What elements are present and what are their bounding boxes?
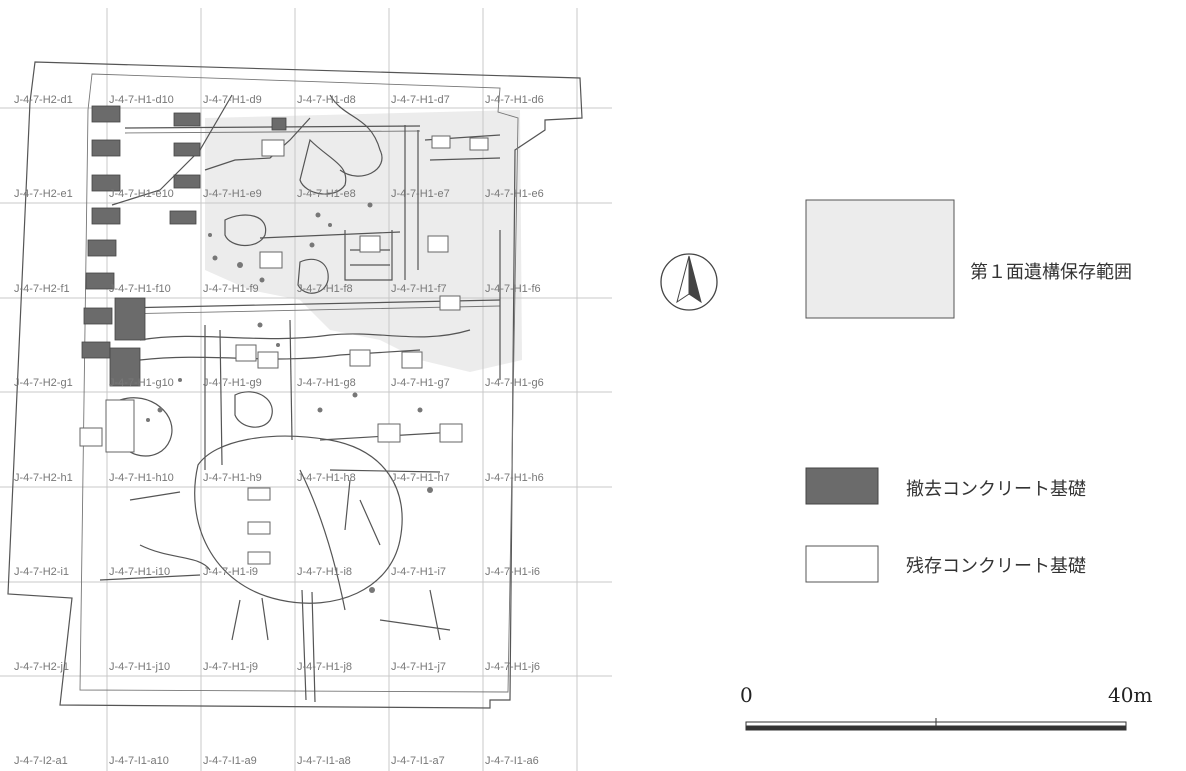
legend-removed-swatch [805, 467, 879, 505]
legend: 第１面遺構保存範囲 撤去コンクリート基礎 残存コンクリート基礎 [805, 199, 1132, 583]
grid-cell-label: J-4-7-H1-h7 [391, 472, 450, 484]
grid-cell-label: J-4-7-H1-e6 [485, 188, 544, 200]
grid-cell-label: J-4-7-I1-a7 [391, 755, 445, 767]
grid-cell-label: J-4-7-H1-g6 [485, 377, 544, 389]
legend-remaining-swatch [805, 545, 879, 583]
grid-cell-label: J-4-7-H1-i6 [485, 566, 540, 578]
legend-removed-label: 撤去コンクリート基礎 [906, 479, 1086, 500]
grid-cell-label: J-4-7-H1-d7 [391, 94, 450, 106]
removed-foundations [81, 105, 287, 387]
grid-cell-label: J-4-7-H2-i1 [14, 566, 69, 578]
grid-cell-label: J-4-7-H1-i8 [297, 566, 352, 578]
excavated-features [99, 94, 501, 703]
grid-cell-label: J-4-7-H1-h8 [297, 472, 356, 484]
grid-cell-label: J-4-7-H1-f7 [391, 283, 447, 295]
grid-cell-label: J-4-7-H1-e10 [109, 188, 174, 200]
grid-cell-label: J-4-7-H2-d1 [14, 94, 73, 106]
grid-cell-label: J-4-7-H1-e7 [391, 188, 450, 200]
grid-cell-label: J-4-7-H1-j7 [391, 661, 446, 673]
grid-cell-label: J-4-7-H1-d10 [109, 94, 174, 106]
grid-cell-label: J-4-7-H2-e1 [14, 188, 73, 200]
grid-cell-label: J-4-7-H2-j1 [14, 661, 69, 673]
legend-preserved-swatch [805, 199, 955, 319]
grid-cell-label: J-4-7-H1-i10 [109, 566, 170, 578]
grid-cell-label: J-4-7-H1-h6 [485, 472, 544, 484]
grid-cell-label: J-4-7-H1-f9 [203, 283, 259, 295]
grid-cell-label: J-4-7-H2-h1 [14, 472, 73, 484]
grid-cell-label: J-4-7-H1-i9 [203, 566, 258, 578]
grid-cell-label: J-4-7-H1-j8 [297, 661, 352, 673]
grid-cell-label: J-4-7-H1-g10 [109, 377, 174, 389]
grid-cell-label: J-4-7-I1-a10 [109, 755, 169, 767]
grid-cell-label: J-4-7-H1-h9 [203, 472, 262, 484]
remaining-foundations [79, 135, 489, 565]
grid-cell-label: J-4-7-H1-d9 [203, 94, 262, 106]
pits [146, 202, 433, 593]
grid-cell-label: J-4-7-H1-d8 [297, 94, 356, 106]
grid-cell-label: J-4-7-H1-g8 [297, 377, 356, 389]
grid-cell-label: J-4-7-H1-j9 [203, 661, 258, 673]
site-outer-boundary [7, 61, 583, 709]
grid-cell-label: J-4-7-H1-j10 [109, 661, 170, 673]
grid-cell-label: J-4-7-H2-f1 [14, 283, 70, 295]
legend-preserved-label: 第１面遺構保存範囲 [970, 262, 1132, 283]
grid-cell-label: J-4-7-H1-e8 [297, 188, 356, 200]
grid-cell-label: J-4-7-I1-a6 [485, 755, 539, 767]
grid-cell-label: J-4-7-H1-e9 [203, 188, 262, 200]
scale-end-label: 40m [1108, 683, 1152, 707]
grid-cell-label: J-4-7-H1-i7 [391, 566, 446, 578]
grid-lines [0, 8, 612, 771]
grid-cell-label: J-4-7-H1-j6 [485, 661, 540, 673]
scale-bar: 0 40m [740, 683, 1152, 731]
grid-cell-label: J-4-7-I1-a9 [203, 755, 257, 767]
site-inner-boundary [79, 73, 519, 693]
grid-cell-label: J-4-7-H1-g9 [203, 377, 262, 389]
grid-cell-label: J-4-7-I1-a8 [297, 755, 351, 767]
grid-cell-label: J-4-7-H1-f6 [485, 283, 541, 295]
grid-cell-label: J-4-7-H1-g7 [391, 377, 450, 389]
grid-cell-label: J-4-7-H1-d6 [485, 94, 544, 106]
grid-cell-label: J-4-7-H1-f10 [109, 283, 171, 295]
grid-cell-label: J-4-7-H1-h10 [109, 472, 174, 484]
grid-cell-label: J-4-7-I2-a1 [14, 755, 68, 767]
legend-remaining-label: 残存コンクリート基礎 [906, 556, 1086, 577]
grid-cell-label: J-4-7-H1-f8 [297, 283, 353, 295]
scale-start-label: 0 [740, 683, 753, 707]
north-arrow-icon [660, 253, 718, 311]
grid-cell-label: J-4-7-H2-g1 [14, 377, 73, 389]
